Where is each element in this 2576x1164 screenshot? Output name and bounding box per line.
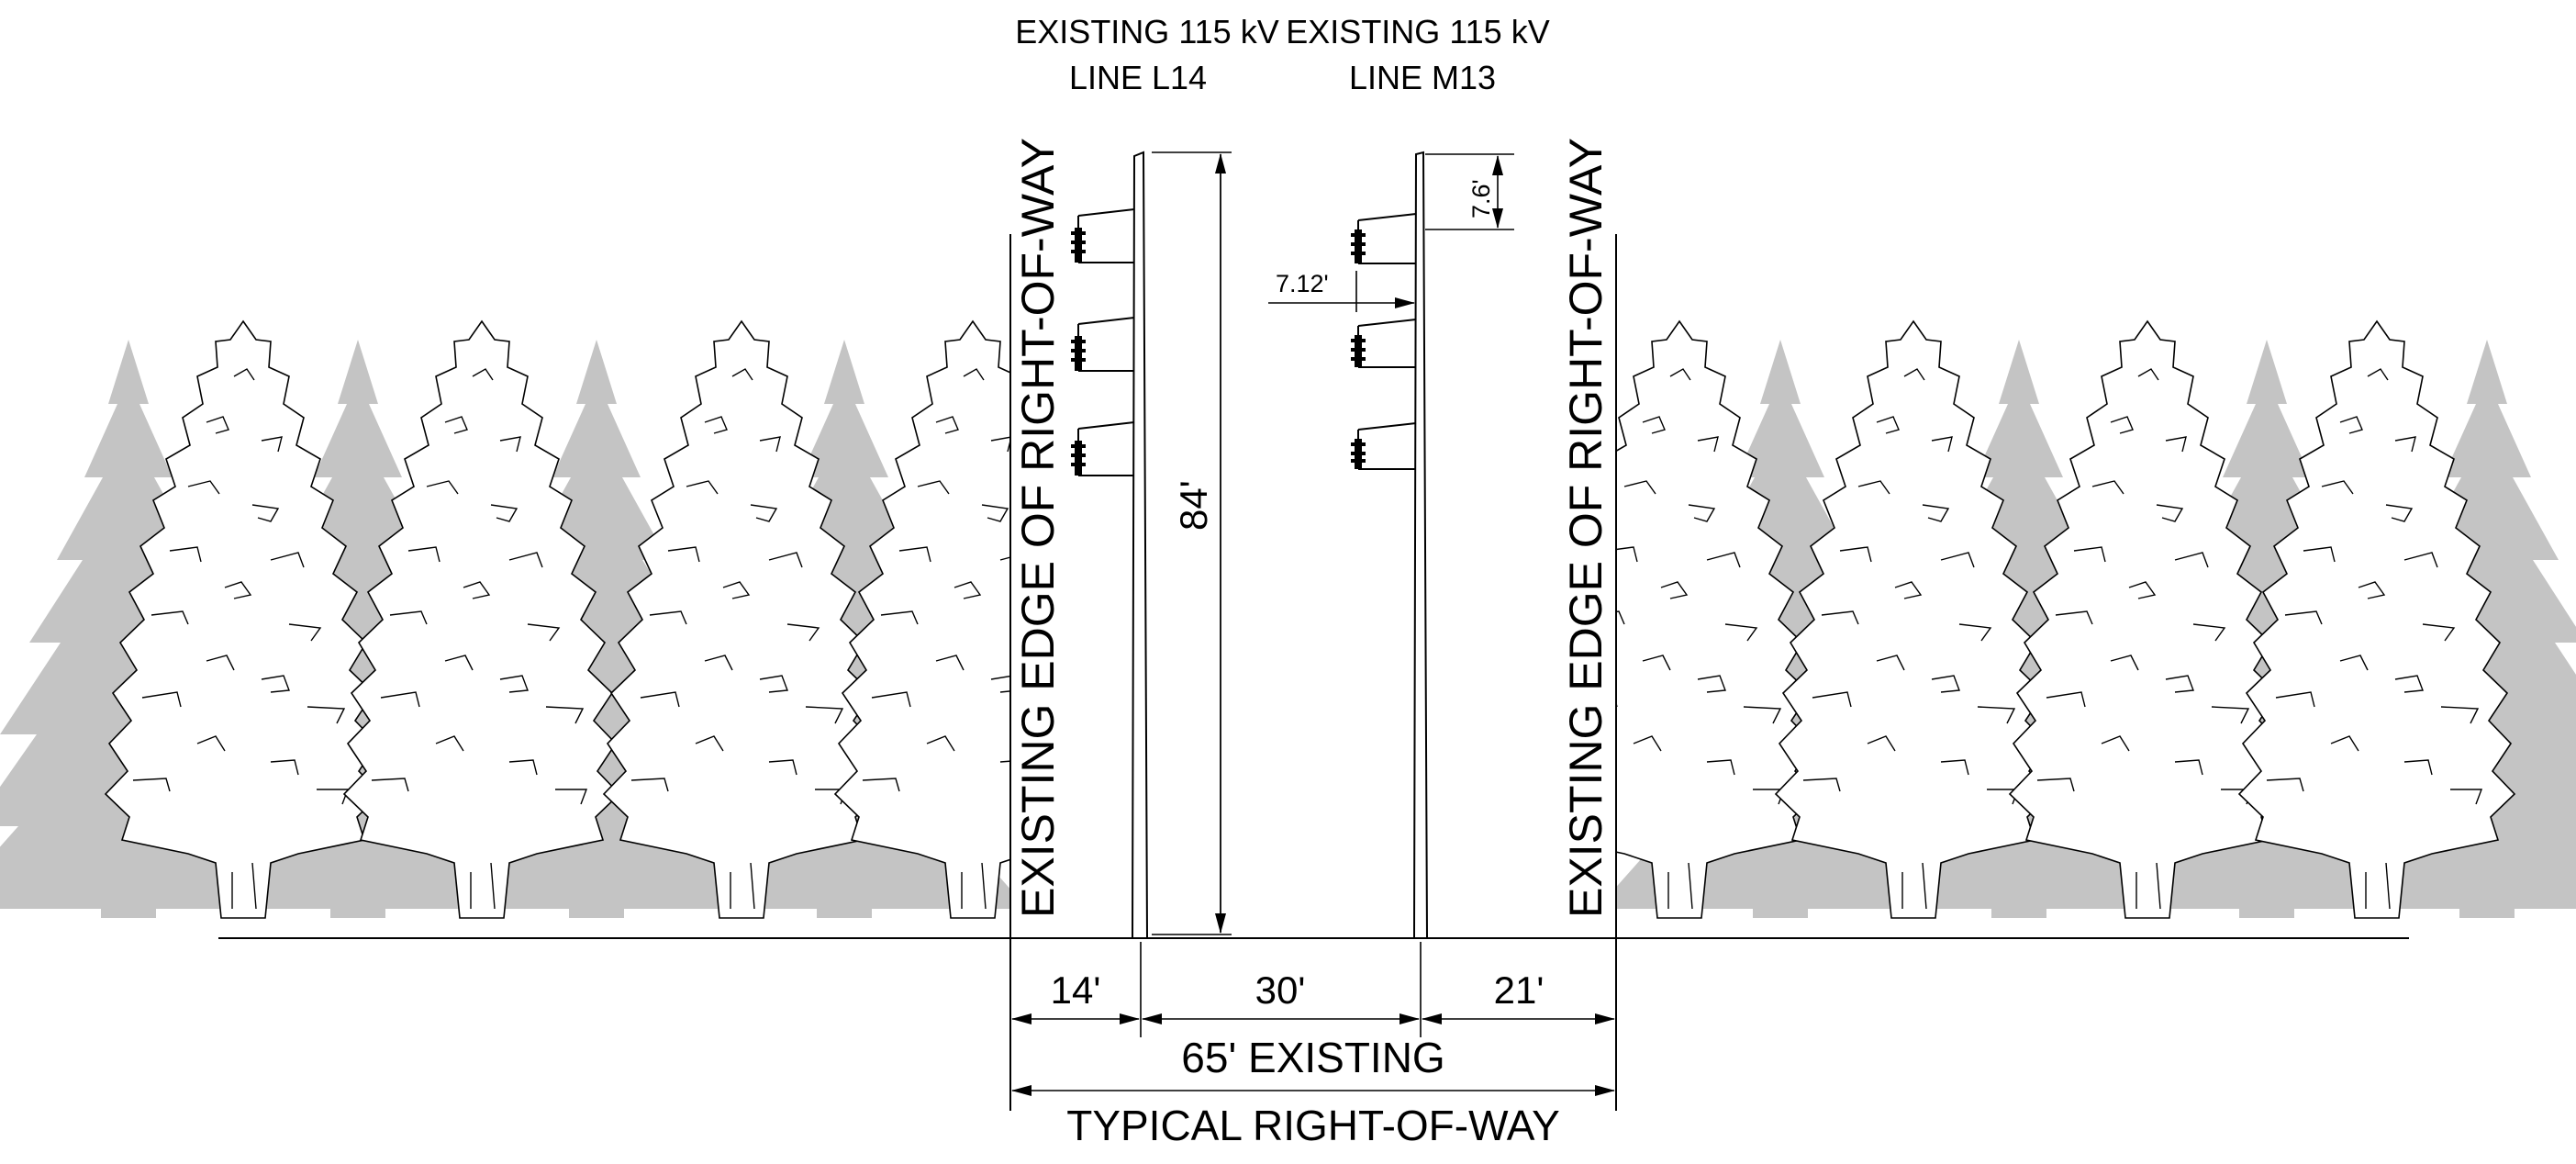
line-m13-subtitle: LINE M13 [1349, 59, 1496, 96]
top-offset-dimension [1425, 153, 1514, 230]
line-l14-title: EXISTING 115 kV [1015, 13, 1278, 50]
pole-l14-arms [1077, 208, 1135, 476]
pole-height-dimension [1152, 151, 1232, 935]
typical-row-label: TYPICAL RIGHT-OF-WAY [1066, 1102, 1560, 1149]
right-of-way-corridor [1010, 220, 1616, 938]
top-offset-label: 7.6' [1467, 179, 1495, 218]
existing-width-label: 65' EXISTING [1181, 1034, 1444, 1081]
arm-offset-dimension [1268, 271, 1415, 312]
pole-m13-arms [1357, 213, 1417, 470]
segment-left-label: 14' [1051, 968, 1101, 1012]
line-l14-subtitle: LINE L14 [1069, 59, 1207, 96]
pole-m13-insulators [1351, 229, 1366, 469]
segment-dimensions [1011, 942, 1615, 1096]
segment-middle-label: 30' [1255, 968, 1306, 1012]
row-edge-left-label: EXISTING EDGE OF RIGHT-OF-WAY [1012, 138, 1064, 918]
pole-height-label: 84' [1172, 480, 1215, 531]
line-m13-title: EXISTING 115 kV [1286, 13, 1549, 50]
pole-l14-insulators [1071, 228, 1086, 476]
segment-right-label: 21' [1494, 968, 1544, 1012]
pole-l14 [1071, 151, 1149, 939]
row-edge-right-label: EXISTING EDGE OF RIGHT-OF-WAY [1560, 138, 1611, 918]
arm-offset-label: 7.12' [1276, 270, 1329, 297]
pole-m13 [1351, 151, 1429, 939]
